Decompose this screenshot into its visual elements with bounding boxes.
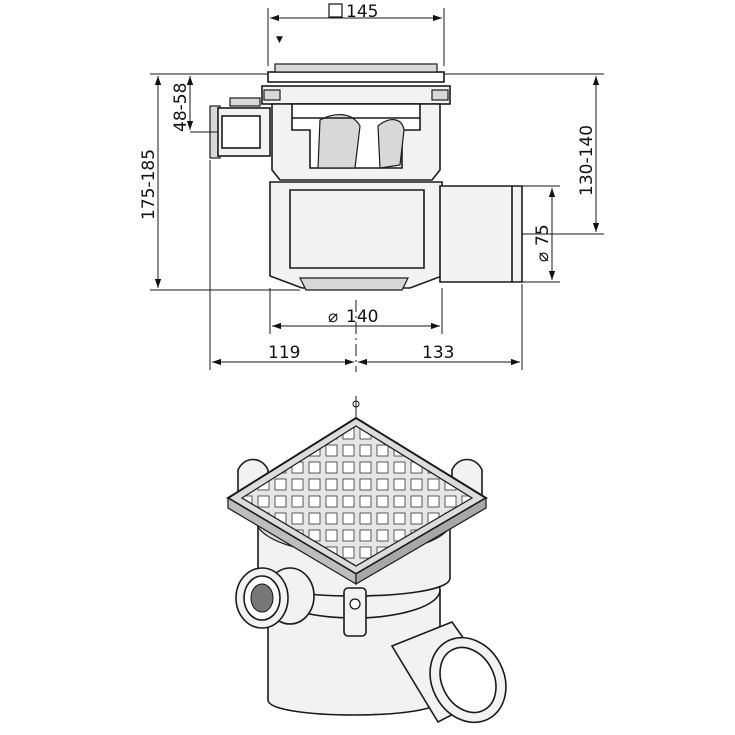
dim-side-inlet-height: 48-58 <box>171 83 191 132</box>
side-view: 145 ▼ 175-185 48-58 130-140 ⌀ 75 ⌀ 140 <box>139 2 604 372</box>
dim-outlet-diameter-symbol: ⌀ <box>533 252 553 262</box>
dim-total-height: 175-185 <box>139 149 159 220</box>
dim-outlet-diameter: 75 <box>533 224 553 246</box>
bottom-cap <box>299 277 409 291</box>
dim-grate-size: 145 <box>346 2 378 22</box>
svg-text:▼: ▼ <box>276 35 283 45</box>
dim-outlet-height: 130-140 <box>577 125 597 196</box>
iso-bracket <box>343 587 367 637</box>
flange <box>261 85 451 105</box>
dim-right-offset: 133 <box>422 343 454 363</box>
dim-body-diameter: 140 <box>346 307 378 327</box>
dim-body-diameter-symbol: ⌀ <box>328 307 338 327</box>
iso-grate <box>240 425 474 567</box>
lower-body <box>269 181 443 289</box>
siphon-bell-right <box>377 119 405 169</box>
dim-left-offset: 119 <box>268 343 300 363</box>
outlet-pipe <box>439 185 523 283</box>
isometric-view <box>226 396 507 724</box>
grate-top <box>274 63 438 73</box>
square-symbol <box>328 3 343 18</box>
flange-clamp-left <box>263 89 281 101</box>
flange-clamp-right <box>431 89 449 101</box>
side-inlet-cap <box>229 97 261 107</box>
iso-outlet-opening <box>439 646 497 714</box>
siphon-bell-left <box>317 114 361 169</box>
grate-plate <box>267 71 445 83</box>
